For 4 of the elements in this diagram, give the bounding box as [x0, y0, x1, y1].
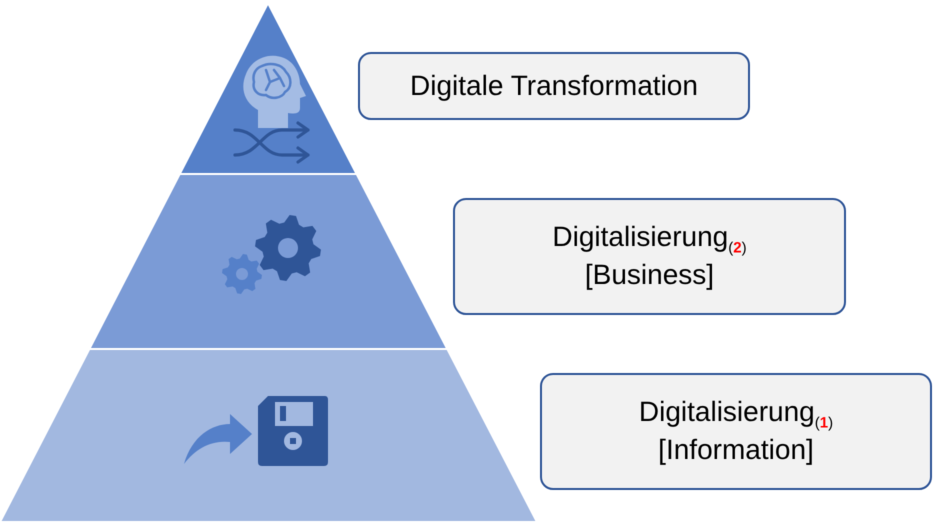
label-box — [453, 198, 846, 315]
label-box — [358, 52, 750, 120]
label-box — [540, 373, 932, 490]
tier-label: Digitale Transformation — [410, 68, 698, 103]
